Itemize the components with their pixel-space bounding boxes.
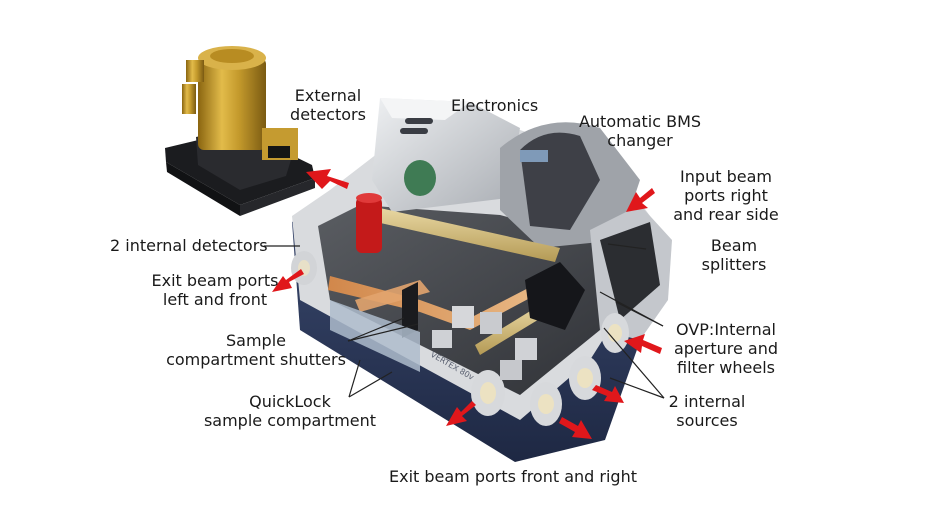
label-beam-splitters: Beam splitters (694, 236, 774, 274)
arrow-to-external-detector (306, 169, 349, 189)
label-bms-changer: Automatic BMS changer (570, 112, 710, 150)
label-bms-changer-line2: changer (607, 131, 673, 150)
spectrometer-body: VERTEX 80v (291, 98, 672, 462)
label-electronics: Electronics (451, 96, 539, 115)
label-external-detectors-line1: External (294, 86, 362, 105)
label-ovp-line2: aperture and (673, 339, 779, 358)
arrow-exit-front-1 (446, 401, 476, 426)
port-ring-right (601, 313, 629, 353)
label-internal-sources: 2 internal sources (652, 392, 762, 430)
label-external-detectors: External detectors (268, 86, 388, 124)
arrow-exit-front-2 (559, 417, 592, 439)
label-exit-ports-left-front: Exit beam ports left and front (140, 271, 290, 309)
label-exit-ports-front-right: Exit beam ports front and right (388, 467, 637, 486)
label-sample-shutters: Sample compartment shutters (164, 331, 348, 369)
label-sample-shutters-line1: Sample (226, 331, 286, 350)
label-beam-splitters-line1: Beam (710, 236, 758, 255)
label-exit-ports-left-front-line2: left and front (162, 290, 268, 309)
arrow-exit-left (272, 269, 304, 292)
leader-lines (264, 243, 665, 399)
external-detector (165, 46, 315, 216)
beam-arrows (272, 169, 662, 439)
label-quicklock-line2: sample compartment (203, 411, 377, 430)
label-ovp: OVP:Internal aperture and filter wheels (664, 320, 788, 377)
arrow-input-top-right (626, 188, 655, 212)
label-internal-sources-line1: 2 internal (668, 392, 746, 411)
port-ring-left (291, 251, 317, 285)
arrow-input-right (624, 334, 662, 354)
label-external-detectors-line2: detectors (290, 105, 366, 124)
label-input-beam-ports-line1: Input beam (680, 167, 772, 186)
label-internal-detectors: 2 internal detectors (110, 236, 268, 255)
port-ring-front-1 (471, 370, 505, 416)
port-ring-front-3 (569, 356, 601, 400)
label-input-beam-ports: Input beam ports right and rear side (664, 167, 788, 224)
label-sample-shutters-line2: compartment shutters (166, 350, 346, 369)
label-beam-splitters-line2: splitters (701, 255, 767, 274)
port-ring-front-2 (530, 382, 562, 426)
label-bms-changer-line1: Automatic BMS (578, 112, 702, 131)
label-internal-sources-line2: sources (676, 411, 738, 430)
label-exit-ports-left-front-line1: Exit beam ports (151, 271, 279, 290)
arrow-exit-right (592, 385, 624, 403)
label-input-beam-ports-line3: and rear side (673, 205, 779, 224)
label-input-beam-ports-line2: ports right (684, 186, 768, 205)
label-ovp-line3: filter wheels (677, 358, 775, 377)
label-ovp-line1: OVP:Internal (676, 320, 776, 339)
label-quicklock: QuickLock sample compartment (200, 392, 380, 430)
label-quicklock-line1: QuickLock (249, 392, 331, 411)
